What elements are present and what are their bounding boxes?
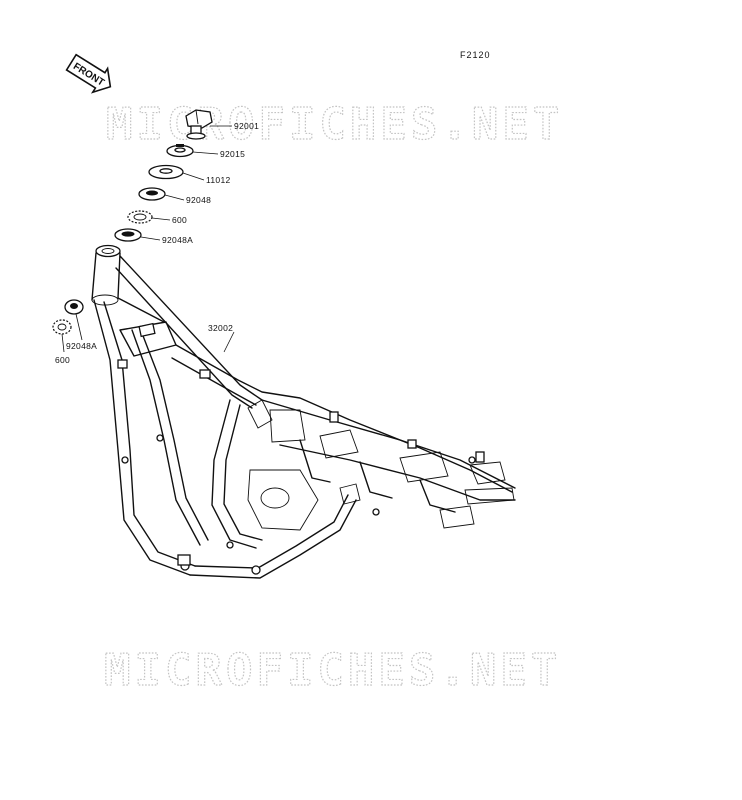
label-92048: 92048 xyxy=(186,195,211,205)
frame-32002-drawing xyxy=(91,244,516,579)
seal-92048A-lower-icon xyxy=(64,299,84,315)
part-labels: 92001 92015 11012 92048 600 92048A 32002… xyxy=(55,121,259,365)
seal-92048-icon xyxy=(138,187,166,201)
label-32002: 32002 xyxy=(208,323,233,333)
watermark-bottom: MICROFICHES.NET xyxy=(104,645,561,696)
bearing-600-lower-icon xyxy=(52,319,72,335)
seal-92048A-icon xyxy=(114,228,142,242)
nut-92015-icon xyxy=(166,144,194,158)
label-92048A-lower: 92048A xyxy=(66,341,97,351)
figure-code: F2120 xyxy=(460,50,491,60)
label-92001: 92001 xyxy=(234,121,259,131)
bearing-600-icon xyxy=(127,210,153,224)
label-92048A: 92048A xyxy=(162,235,193,245)
label-92015: 92015 xyxy=(220,149,245,159)
label-11012: 11012 xyxy=(206,175,231,185)
washer-11012-icon xyxy=(148,164,184,180)
label-600-lower: 600 xyxy=(55,355,70,365)
label-600: 600 xyxy=(172,215,187,225)
leader-lines xyxy=(61,125,235,353)
watermark-top: MICROFICHES.NET xyxy=(106,99,563,150)
bolt-92001-icon xyxy=(185,109,213,140)
front-arrow-icon: FRONT xyxy=(65,53,112,94)
